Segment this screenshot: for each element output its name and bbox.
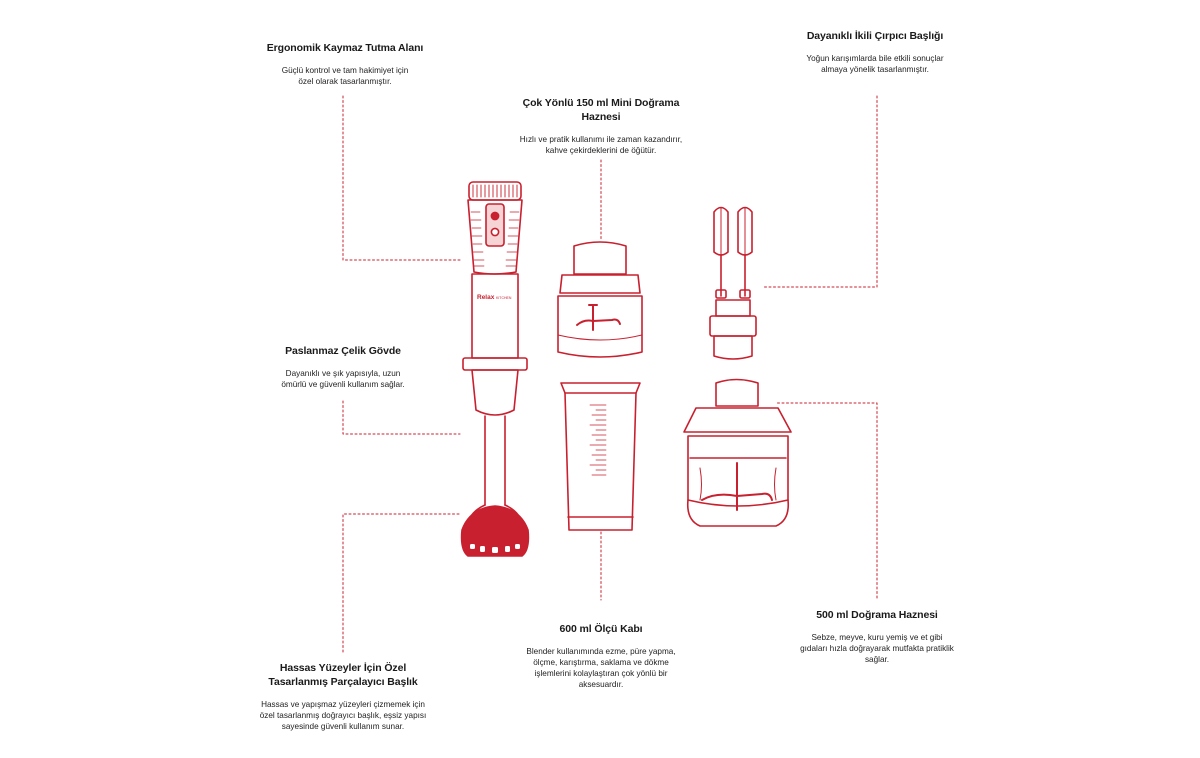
shaft xyxy=(484,415,506,506)
blade-guard xyxy=(460,505,530,557)
whisk-right xyxy=(737,206,753,256)
cup-body xyxy=(564,392,637,531)
blender-body xyxy=(471,273,519,359)
blade-title: Hassas Yüzeyler İçin Özel Tasarlanmış Pa… xyxy=(268,662,418,688)
chopper-blade xyxy=(701,462,773,511)
whisk-coupler xyxy=(715,299,751,317)
grip-lines xyxy=(470,211,520,267)
mini-blade xyxy=(576,304,621,331)
cup-title: 600 ml Ölçü Kabı xyxy=(559,623,643,635)
coupling-ring xyxy=(462,357,528,371)
shaft-upper xyxy=(471,369,519,416)
whisk-connector xyxy=(762,95,878,288)
mini-lid xyxy=(573,241,627,275)
whisk-callout: Dayanıklı İkili Çırpıcı Başlığı Yoğun ka… xyxy=(780,29,970,75)
measuring-cup xyxy=(560,382,641,531)
mini-desc: Hızlı ve pratik kullanımı ile zaman kaza… xyxy=(519,135,683,155)
whisk-base xyxy=(713,335,753,360)
blade-connector xyxy=(342,513,461,653)
grip-callout: Ergonomik Kaymaz Tutma Alanı Güçlü kontr… xyxy=(240,41,450,87)
cup-rim xyxy=(560,382,641,394)
blade-desc: Hassas ve yapışmaz yüzeyleri çizmemek iç… xyxy=(259,700,427,731)
callout-lines xyxy=(342,95,878,653)
speed-button xyxy=(490,211,500,221)
chopper-desc: Sebze, meyve, kuru yemiş ve et gibi gıda… xyxy=(800,633,954,664)
grip-connector xyxy=(342,95,461,261)
mini-lid-base xyxy=(559,274,641,294)
grip-desc: Güçlü kontrol ve tam hakimiyet için özel… xyxy=(281,66,409,86)
chopper-top xyxy=(715,378,759,407)
mini-bowl xyxy=(557,295,643,358)
chopper-connector xyxy=(774,402,878,599)
chopper-title: 500 ml Doğrama Haznesi xyxy=(816,609,938,621)
guard-vents xyxy=(470,544,520,553)
control-panel xyxy=(485,203,505,247)
cup-callout: 600 ml Ölçü Kabı Blender kullanımında ez… xyxy=(516,622,686,690)
body-connector xyxy=(342,400,461,435)
mini-callout: Çok Yönlü 150 ml Mini Doğrama Haznesi Hı… xyxy=(513,96,689,156)
body-desc: Dayanıklı ve şık yapısıyla, uzun ömürlü … xyxy=(281,369,405,389)
body-callout: Paslanmaz Çelik Gövde Dayanıklı ve şık y… xyxy=(258,344,428,390)
mini-chopper xyxy=(557,241,643,358)
turbo-button xyxy=(490,227,500,237)
chopper-callout: 500 ml Doğrama Haznesi Sebze, meyve, kur… xyxy=(797,608,957,665)
whisk-gearbox xyxy=(709,315,757,337)
blade-callout: Hassas Yüzeyler İçin Özel Tasarlanmış Pa… xyxy=(258,661,428,732)
measure-marks xyxy=(589,404,607,476)
dual-whisk xyxy=(709,206,757,360)
brand-sub-logo: KITCHEN xyxy=(496,296,512,300)
whisk-left xyxy=(713,206,729,256)
chopper-lid xyxy=(683,407,792,433)
whisk-desc: Yoğun karışımlarda bile etkili sonuçlar … xyxy=(806,54,944,74)
cap-ribs xyxy=(472,184,518,198)
cup-desc: Blender kullanımında ezme, püre yapma, ö… xyxy=(526,647,676,689)
mini-title: Çok Yönlü 150 ml Mini Doğrama Haznesi xyxy=(522,97,680,123)
large-chopper xyxy=(683,378,792,527)
body-title: Paslanmaz Çelik Gövde xyxy=(285,345,401,357)
brand-logo: Relax xyxy=(477,294,495,301)
hand-blender: Relax KITCHEN xyxy=(460,181,530,557)
grip-title: Ergonomik Kaymaz Tutma Alanı xyxy=(266,42,424,54)
chopper-bowl xyxy=(686,435,790,527)
whisk-title: Dayanıklı İkili Çırpıcı Başlığı xyxy=(806,30,944,42)
